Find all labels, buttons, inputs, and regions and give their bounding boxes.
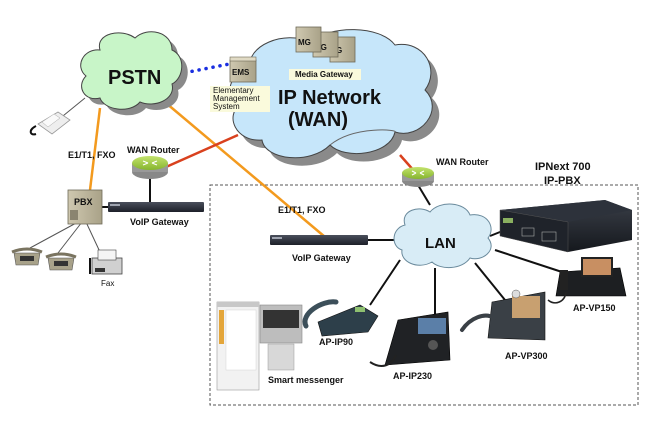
lan-boundary — [209, 184, 639, 406]
smart-messenger-label: Smart messenger — [268, 375, 344, 385]
fax-label: Fax — [101, 279, 114, 288]
ems-caption-line1: Elementary — [213, 86, 253, 95]
wan-router-right-label: WAN Router — [436, 157, 489, 167]
voip-gateway-left — [108, 202, 204, 212]
link-lan-vp150 — [494, 249, 563, 273]
ems-label: EMS — [232, 68, 250, 77]
analog-phone — [29, 111, 71, 136]
media-gateway-label: Media Gateway — [295, 70, 353, 79]
ems-caption: Elementary Management System — [210, 86, 270, 112]
lan-label: LAN — [425, 235, 456, 252]
wan-router-left-label: WAN Router — [127, 145, 180, 155]
ap-ip90-phone — [302, 299, 379, 337]
fax-machine — [89, 249, 123, 275]
smart-messenger-app — [216, 301, 303, 391]
pstn-label: PSTN — [108, 67, 161, 89]
pbx-label: PBX — [74, 197, 93, 207]
desk-phone-1 — [11, 247, 43, 266]
voip-gateway-right-label: VoIP Gateway — [292, 253, 351, 263]
ems-caption-line3: System — [213, 102, 240, 111]
link-pstn-voip-gateway — [165, 102, 326, 238]
mg-label-3: G — [336, 46, 342, 55]
ipnext-700-server — [499, 200, 632, 253]
ap-ip230-label: AP-IP230 — [393, 371, 432, 381]
media-gateway-caption: Media Gateway — [289, 69, 361, 80]
ap-ip90-label: AP-IP90 — [319, 337, 353, 347]
ap-vp150-label: AP-VP150 — [573, 303, 616, 313]
ap-ip230-phone — [369, 311, 451, 367]
pstn-cloud: PSTN — [80, 31, 188, 116]
desk-phone-2 — [45, 252, 77, 271]
ap-vp150-phone — [547, 257, 627, 304]
voip-gateway-right — [270, 235, 368, 245]
ap-vp300-phone — [460, 289, 546, 341]
mg-label-1: MG — [298, 38, 311, 47]
link-lan-vp300 — [474, 262, 506, 301]
ems-caption-line2: Management — [213, 94, 260, 103]
wan-router-left — [132, 156, 168, 179]
link-pbx-fax — [85, 221, 101, 253]
e1t1-fxo-right-label: E1/T1, FXO — [278, 205, 326, 215]
link-pbx-phone1 — [29, 221, 79, 249]
lan-cloud: LAN — [393, 203, 492, 268]
link-pbx-phone2 — [57, 221, 83, 254]
media-gateway-servers: G MG MG — [295, 26, 356, 63]
ap-vp300-label: AP-VP300 — [505, 351, 548, 361]
pbx: PBX — [67, 189, 103, 225]
wan-label: (WAN) — [288, 109, 348, 131]
link-router-lan — [417, 184, 431, 206]
ems-server: EMS — [229, 56, 257, 83]
ip-network-label: IP Network — [278, 87, 382, 109]
ipnext-label: IPNext 700 — [535, 161, 591, 173]
ip-pbx-label: IP-PBX — [544, 175, 581, 187]
voip-gateway-left-label: VoIP Gateway — [130, 217, 189, 227]
link-router-wan — [165, 133, 239, 169]
ip-network-cloud: IP Network (WAN) — [229, 29, 440, 166]
e1t1-fxo-left-label: E1/T1, FXO — [68, 150, 116, 160]
link-pstn-pbx — [88, 107, 102, 191]
wan-router-right — [402, 167, 434, 187]
link-lan-ip90 — [369, 259, 401, 306]
